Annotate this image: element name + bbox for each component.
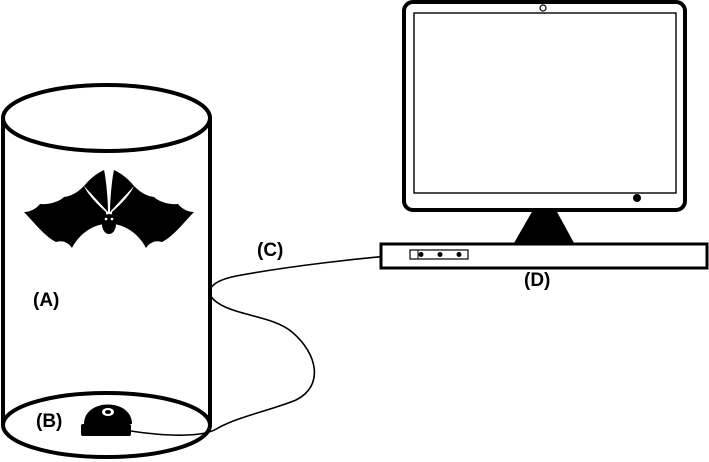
label-c: (C)	[257, 240, 283, 261]
label-a: (A)	[33, 290, 59, 311]
computer-monitor-icon	[402, 0, 687, 243]
usb-hub-bar-icon	[379, 242, 709, 270]
cylinder-enclosure	[1, 83, 212, 459]
camera-device-icon	[81, 404, 132, 436]
label-d: (D)	[524, 270, 550, 291]
usb-cable-icon	[130, 253, 414, 436]
cylinder-bottom-rim	[1, 391, 212, 459]
power-button	[633, 194, 641, 202]
webcam-dot	[539, 4, 547, 12]
cylinder-top-rim	[1, 83, 212, 153]
label-b: (B)	[36, 411, 62, 432]
bat-silhouette-icon	[24, 170, 194, 248]
